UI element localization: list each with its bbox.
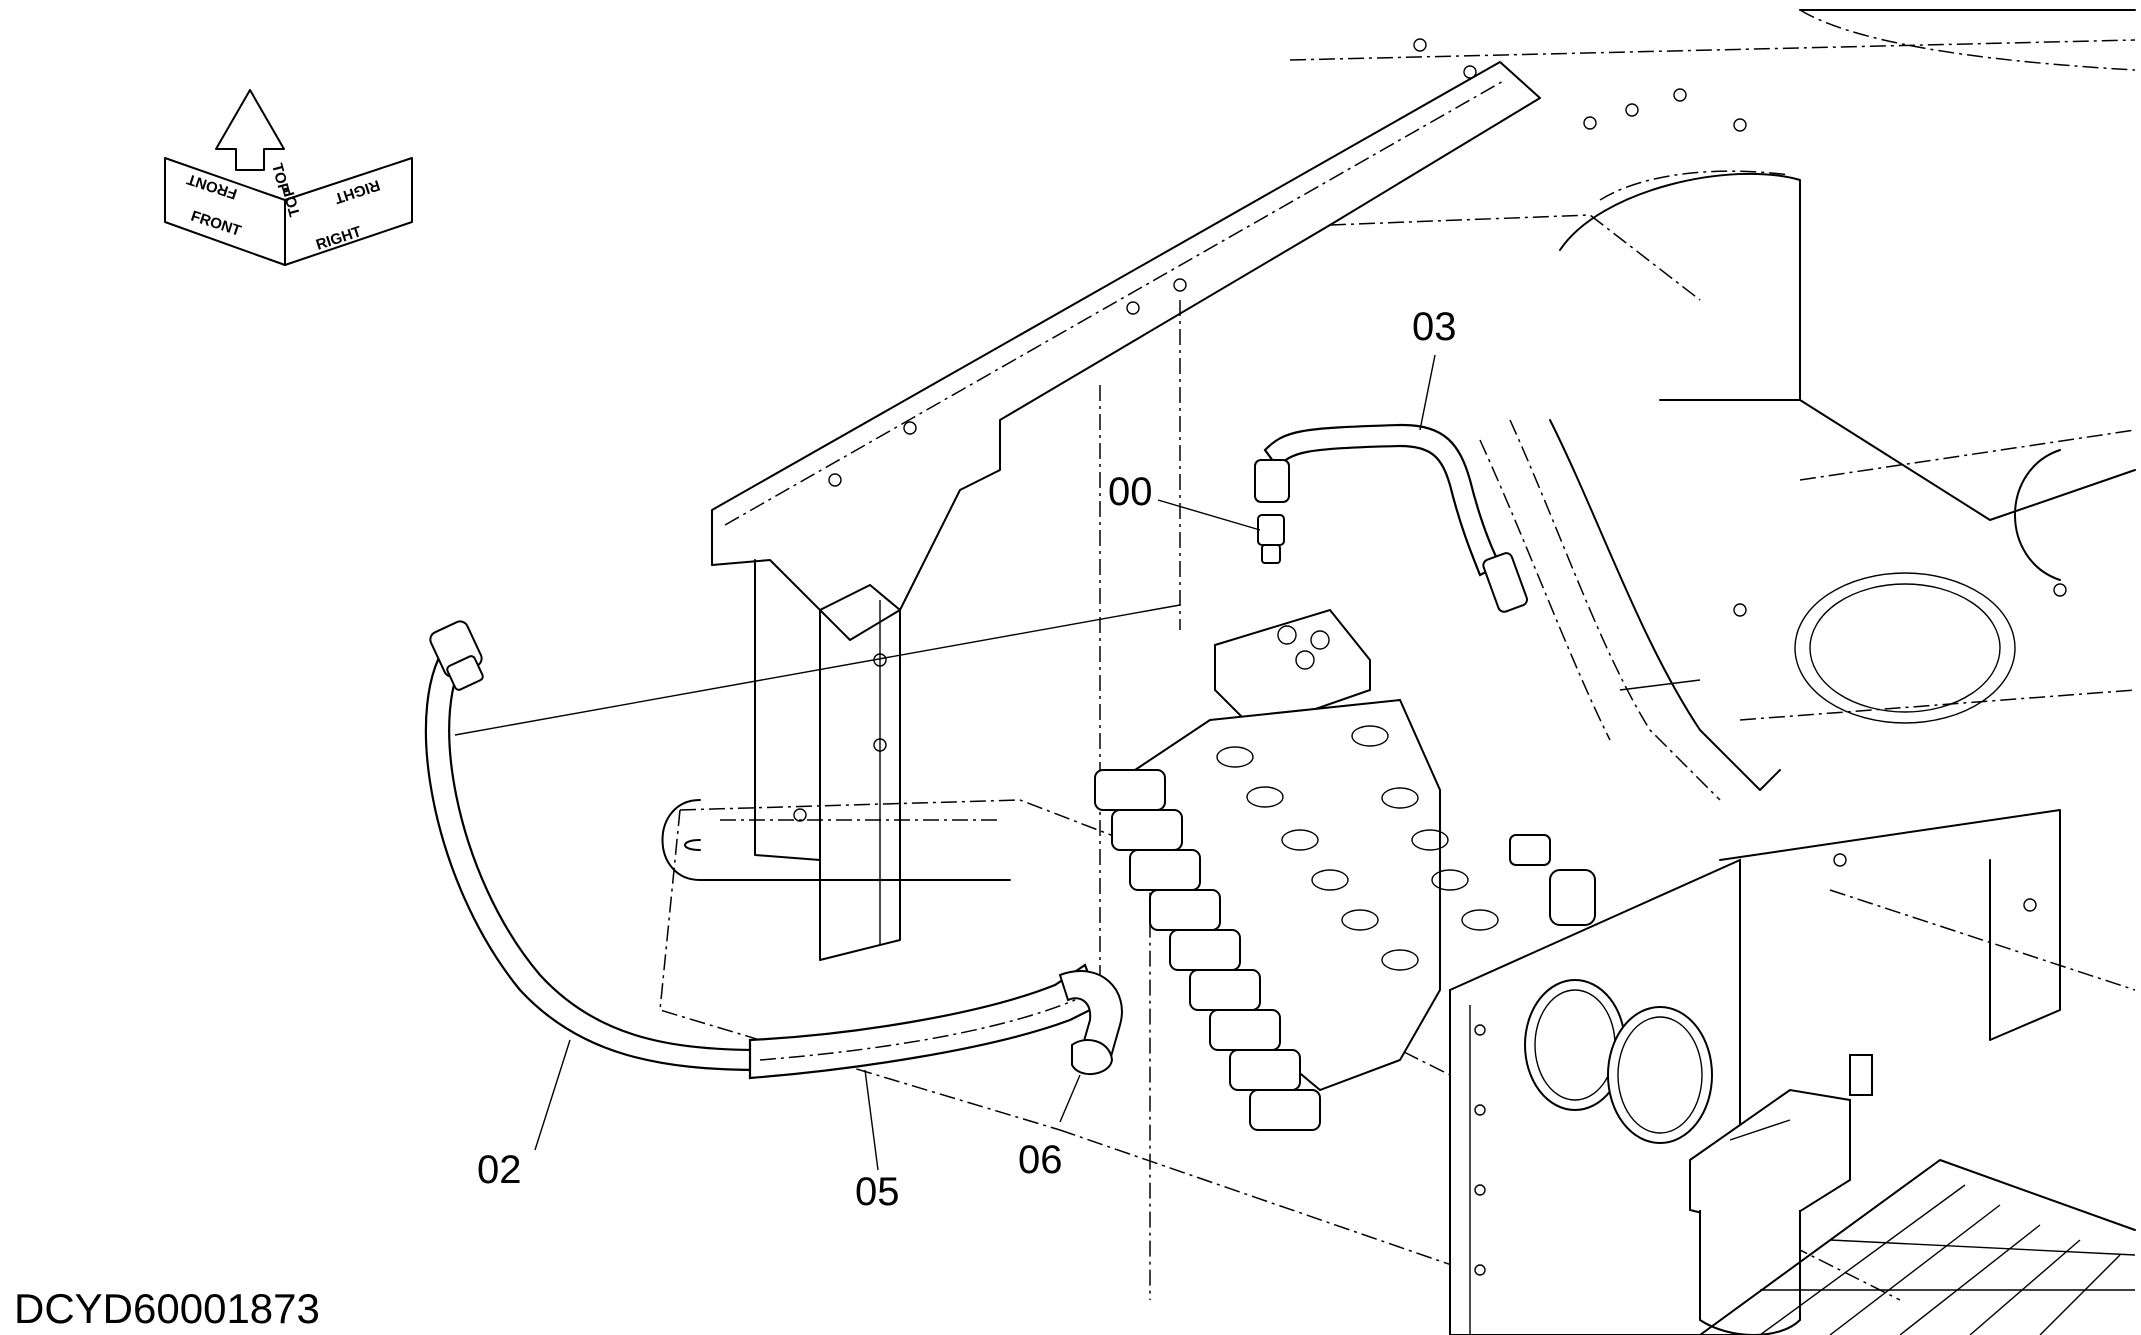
valve-ports <box>1216 725 1499 971</box>
fitting-00 <box>1257 514 1285 564</box>
callout-03: 03 <box>1412 305 1457 349</box>
orientation-indicator: FRONT FRONT TOP TOP RIGHT RIGHT <box>164 89 413 266</box>
orientation-label-right-mirror: RIGHT <box>332 176 382 207</box>
callout-02: 02 <box>477 1148 522 1192</box>
document-id: DCYD60001873 <box>14 1285 320 1332</box>
hose-02 <box>424 620 762 1072</box>
machine-frame <box>659 9 2136 1331</box>
callout-00: 00 <box>1108 470 1153 514</box>
hose-03 <box>1254 423 1528 613</box>
orientation-label-front: FRONT <box>189 208 243 240</box>
side-plate <box>1449 858 1741 1335</box>
orientation-label-right: RIGHT <box>314 223 364 254</box>
control-valve <box>1094 608 1596 1131</box>
callout-05: 05 <box>855 1170 900 1214</box>
orientation-label-top-mirror: TOP <box>280 184 304 218</box>
floor-grate <box>1699 1159 2136 1335</box>
clamp-06 <box>1071 1039 1114 1075</box>
leader-lines <box>454 354 1436 1171</box>
valve-spools <box>1094 769 1321 1131</box>
hose-05 <box>748 963 1123 1080</box>
callout-06: 06 <box>1018 1138 1063 1182</box>
